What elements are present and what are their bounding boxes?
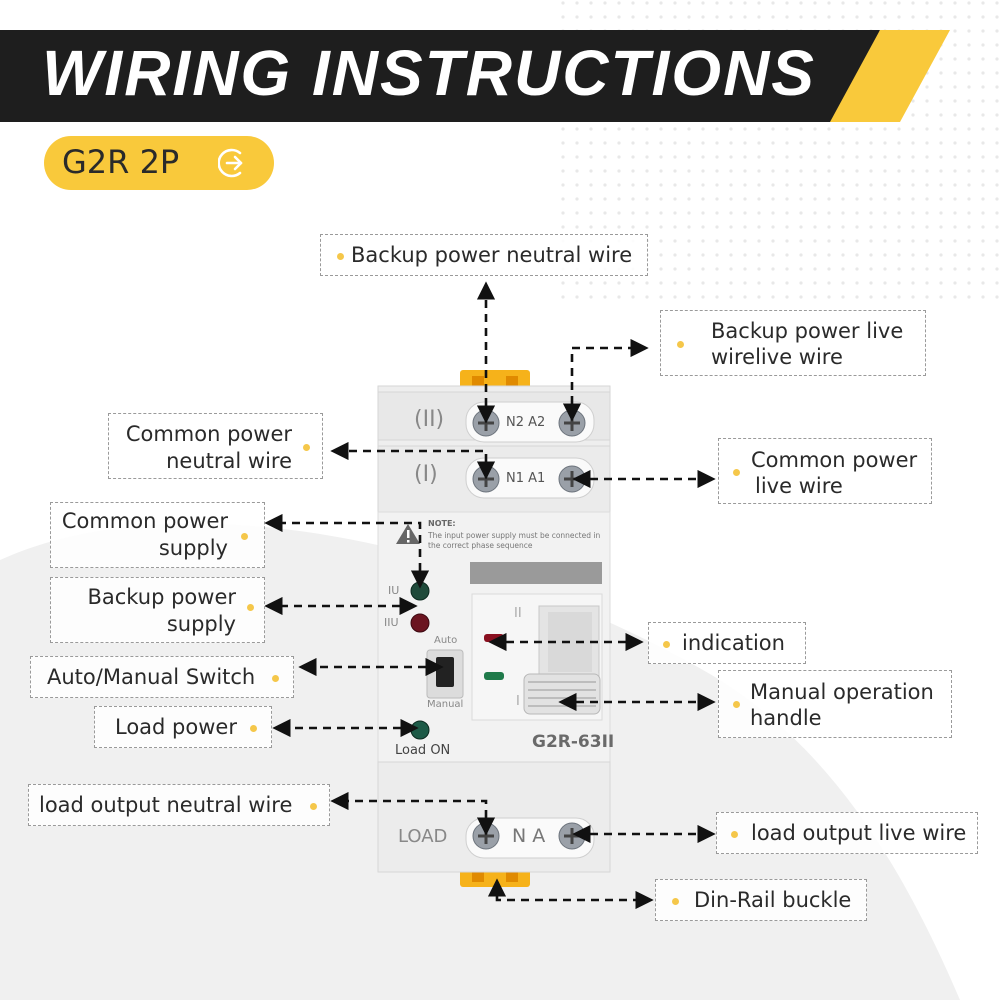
label-manual-handle-line2: handle xyxy=(750,706,822,730)
model-label: G2R 2P xyxy=(62,143,180,181)
label-din-rail-text: Din-Rail buckle xyxy=(694,888,852,912)
label-load-power-text: Load power xyxy=(115,715,237,739)
iiu-label: IIU xyxy=(384,616,399,629)
manual-label: Manual xyxy=(427,699,464,710)
arrow-right-circle-icon xyxy=(218,148,243,178)
label-load-live: load output live wire xyxy=(716,812,978,854)
label-common-live-line1: Common power xyxy=(751,448,918,472)
label-auto-manual-text: Auto/Manual Switch xyxy=(47,665,256,689)
label-common-supply-line2: supply xyxy=(158,536,228,560)
label-load-neutral-text: load output neutral wire xyxy=(39,793,293,817)
label-backup-neutral-text: Backup power neutral wire xyxy=(351,243,633,267)
label-common-neutral-line1: Common power xyxy=(125,422,292,446)
label-auto-manual: Auto/Manual Switch xyxy=(30,656,294,698)
label-backup-live-line1: Backup power live xyxy=(711,319,904,343)
handle-top-mark: II xyxy=(514,606,522,621)
load-terminals: N A xyxy=(512,825,546,847)
note-line-2: the correct phase sequence xyxy=(428,541,533,550)
label-load-neutral: load output neutral wire xyxy=(28,784,330,826)
title-banner xyxy=(0,30,950,122)
label-backup-live: Backup power live wirelive wire xyxy=(660,310,926,376)
label-common-supply: Common power supply xyxy=(50,502,265,568)
label-backup-neutral: Backup power neutral wire xyxy=(320,234,648,276)
label-backup-supply: Backup power supply xyxy=(50,577,265,643)
label-backup-live-line2: wirelive wire xyxy=(711,345,843,369)
page-title: WIRING INSTRUCTIONS xyxy=(42,37,816,109)
load-on-label: Load ON xyxy=(395,743,451,758)
label-load-live-text: load output live wire xyxy=(751,821,967,845)
load-label: LOAD xyxy=(398,826,448,847)
label-backup-supply-line1: Backup power xyxy=(87,585,236,609)
label-backup-supply-line2: supply xyxy=(166,612,236,636)
label-common-supply-line1: Common power xyxy=(61,509,228,533)
iu-label: IU xyxy=(388,584,400,597)
label-common-neutral-line2: neutral wire xyxy=(166,449,292,473)
device-model-name: G2R-63II xyxy=(532,732,615,752)
handle-bottom-mark: I xyxy=(516,694,520,709)
row1-mark: (I) xyxy=(414,462,438,487)
label-din-rail: Din-Rail buckle xyxy=(655,879,867,921)
note-line-1: The input power supply must be connected… xyxy=(428,531,601,540)
label-indication: indication xyxy=(648,622,806,664)
label-common-live: Common power live wire xyxy=(718,438,932,504)
row1-terminals: N1 A1 xyxy=(506,471,546,486)
auto-label: Auto xyxy=(434,635,458,646)
label-load-power: Load power xyxy=(94,706,272,748)
label-indication-text: indication xyxy=(682,631,785,655)
label-manual-handle: Manual operation handle xyxy=(718,670,952,738)
note-title: NOTE: xyxy=(428,519,456,528)
row2-terminals: N2 A2 xyxy=(506,415,546,430)
label-manual-handle-line1: Manual operation xyxy=(750,680,934,704)
label-common-neutral: Common power neutral wire xyxy=(108,413,323,479)
label-common-live-line2: live wire xyxy=(755,474,843,498)
row2-mark: (II) xyxy=(414,407,445,432)
